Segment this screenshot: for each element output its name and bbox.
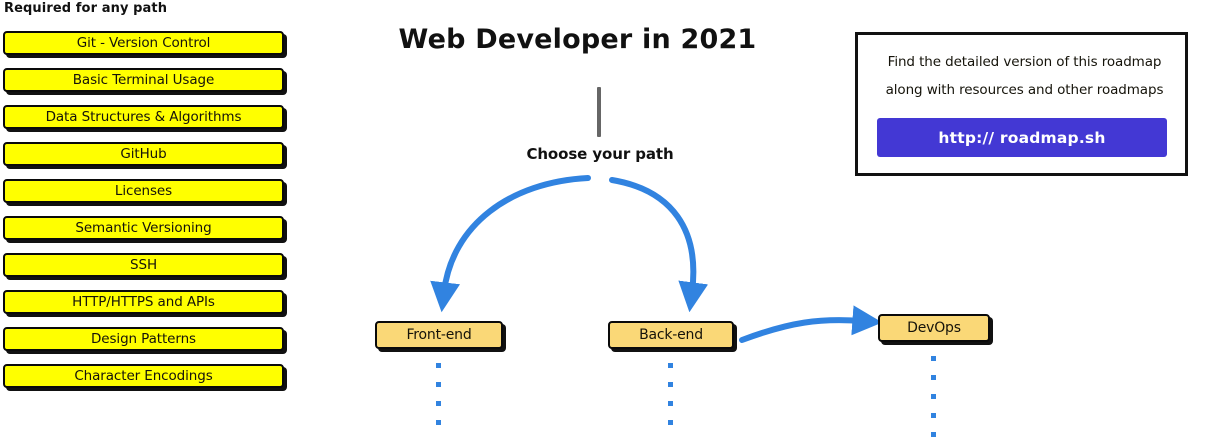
roadmap-sh-link-button[interactable]: http:// roadmap.sh [877,118,1167,157]
required-panel: Required for any path Git - Version Cont… [0,0,300,436]
required-item-label: HTTP/HTTPS and APIs [72,294,215,310]
path-node-devops[interactable]: DevOps [878,314,990,342]
required-item[interactable]: GitHub [3,142,284,166]
required-item[interactable]: Licenses [3,179,284,203]
required-item-label: GitHub [120,146,167,162]
required-item[interactable]: Character Encodings [3,364,284,388]
page-title: Web Developer in 2021 [398,24,757,55]
dotted-trail-front-end [436,363,441,438]
required-item[interactable]: HTTP/HTTPS and APIs [3,290,284,314]
required-item-label: Data Structures & Algorithms [45,109,242,125]
required-item-label: Git - Version Control [76,35,211,51]
title-stem-line [597,87,601,137]
roadmap-sh-link-label: http:// roadmap.sh [938,128,1106,147]
roadmap-center: Web Developer in 2021 Choose your path [300,0,855,436]
required-item-label: Semantic Versioning [75,220,212,236]
required-item-list: Git - Version Control Basic Terminal Usa… [3,31,293,401]
required-panel-heading: Required for any path [4,1,168,16]
required-item-label: Design Patterns [90,331,196,347]
required-item[interactable]: Basic Terminal Usage [3,68,284,92]
path-node-label: Back-end [639,327,703,343]
choose-path-label: Choose your path [526,145,674,163]
required-item[interactable]: Git - Version Control [3,31,284,55]
required-item-label: SSH [130,257,157,273]
promo-text-line-2: along with resources and other roadmaps [885,82,1164,98]
required-item-label: Basic Terminal Usage [72,72,215,88]
dotted-trail-devops [931,356,936,438]
required-item-label: Character Encodings [74,368,213,384]
required-item[interactable]: Data Structures & Algorithms [3,105,284,129]
required-item[interactable]: Design Patterns [3,327,284,351]
required-item[interactable]: Semantic Versioning [3,216,284,240]
dotted-trail-back-end [668,363,673,438]
required-item[interactable]: SSH [3,253,284,277]
promo-text-line-1: Find the detailed version of this roadma… [887,54,1162,70]
required-item-label: Licenses [114,183,173,199]
path-node-back-end[interactable]: Back-end [608,321,734,349]
path-node-label: DevOps [907,320,961,336]
path-node-label: Front-end [406,327,472,343]
path-node-front-end[interactable]: Front-end [375,321,503,349]
roadmap-promo-box: Find the detailed version of this roadma… [855,32,1188,176]
